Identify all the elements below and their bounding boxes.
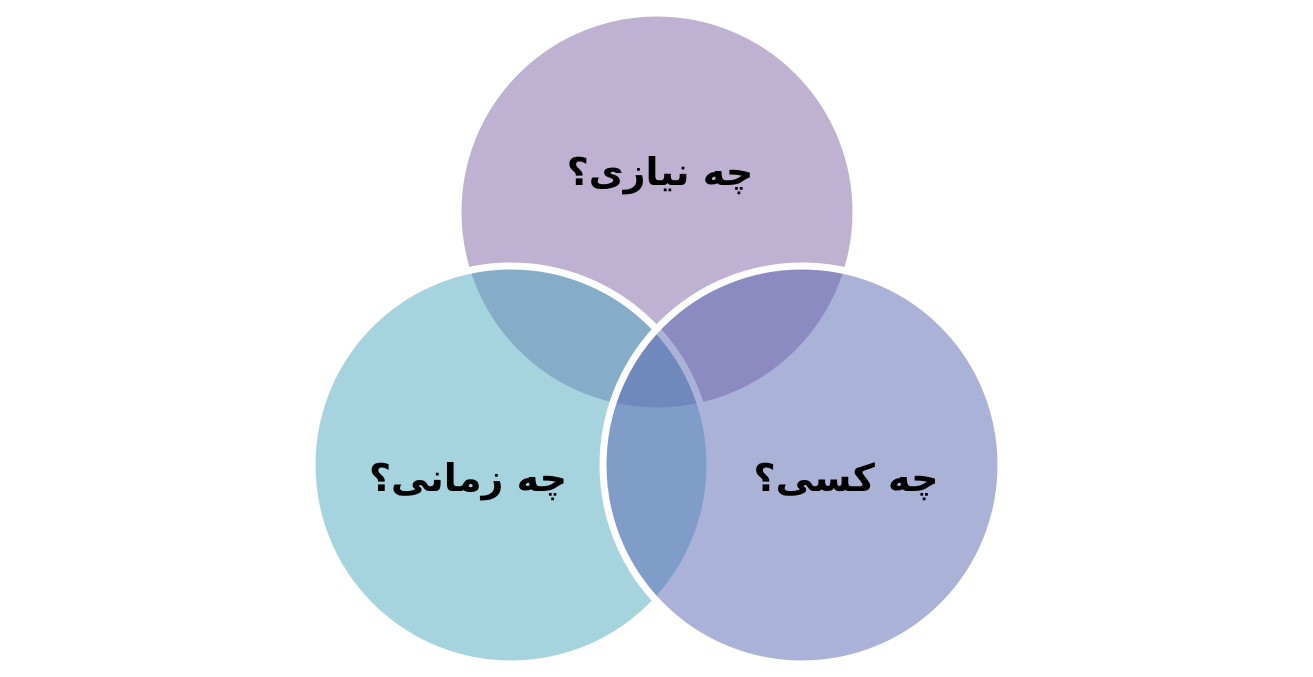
venn-label-left: چه زمانی؟ [368,456,568,500]
venn-circle-right [599,262,1005,668]
venn-label-top: چه نیازی؟ [566,150,754,194]
venn-label-right: چه کسی؟ [753,456,939,500]
